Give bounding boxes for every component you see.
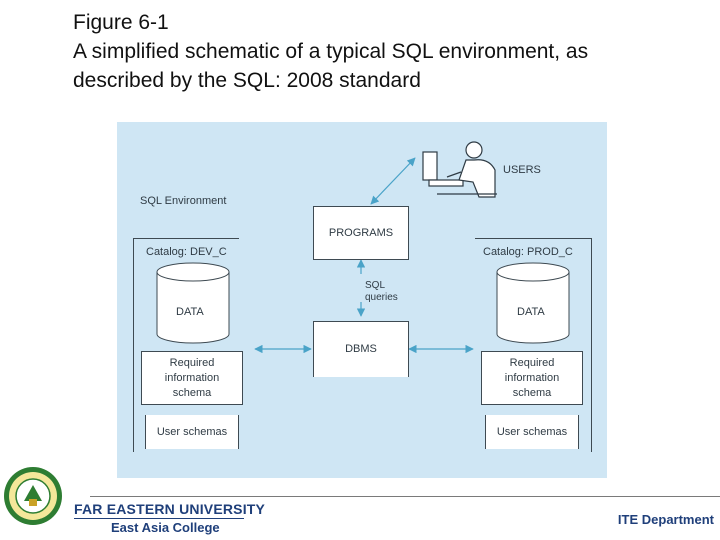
catalog-prod-label: Catalog: PROD_C: [483, 246, 573, 258]
dev-schema-line-2: information: [165, 371, 219, 386]
dev-schema-line-1: Required: [165, 356, 219, 371]
dev-schema-line-3: schema: [165, 386, 219, 401]
college-name: East Asia College: [111, 520, 220, 535]
university-name: FAR EASTERN UNIVERSITY: [74, 501, 265, 517]
slide-title: Figure 6-1 A simplified schematic of a t…: [73, 8, 693, 95]
prod-schema-line-2: information: [505, 371, 559, 386]
sql-environment-label: SQL Environment: [140, 195, 226, 207]
users-programs-arrow: [371, 158, 415, 204]
prod-schema-line-3: schema: [505, 386, 559, 401]
university-underline: [74, 518, 244, 519]
prod-data-label: DATA: [517, 306, 545, 318]
dev-information-schema-box: Required information schema: [141, 351, 243, 405]
user-at-computer-icon: [423, 142, 497, 197]
title-line-3: described by the SQL: 2008 standard: [73, 66, 693, 95]
title-line-2: A simplified schematic of a typical SQL …: [73, 37, 693, 66]
prod-schema-line-1: Required: [505, 356, 559, 371]
sql-queries-line-2: queries: [365, 292, 398, 304]
programs-box: PROGRAMS: [313, 206, 409, 260]
dbms-label: DBMS: [345, 342, 377, 357]
dbms-box: DBMS: [313, 321, 409, 377]
sql-environment-diagram: USERS SQL Environment PROGRAMS SQL queri…: [117, 122, 607, 478]
catalog-dev-label: Catalog: DEV_C: [146, 246, 227, 258]
dev-user-schemas-box: User schemas: [145, 415, 239, 449]
sql-queries-label: SQL queries: [365, 280, 398, 304]
prod-user-schemas-box: User schemas: [485, 415, 579, 449]
department-name: ITE Department: [618, 512, 714, 527]
sql-queries-line-1: SQL: [365, 280, 398, 292]
prod-user-schemas-label: User schemas: [497, 425, 567, 440]
programs-label: PROGRAMS: [329, 226, 393, 241]
dev-user-schemas-label: User schemas: [157, 425, 227, 440]
title-line-1: Figure 6-1: [73, 8, 693, 37]
footer-divider: [90, 496, 720, 497]
users-label: USERS: [503, 164, 541, 176]
university-seal-icon: [2, 461, 64, 531]
dev-data-label: DATA: [176, 306, 204, 318]
prod-information-schema-box: Required information schema: [481, 351, 583, 405]
